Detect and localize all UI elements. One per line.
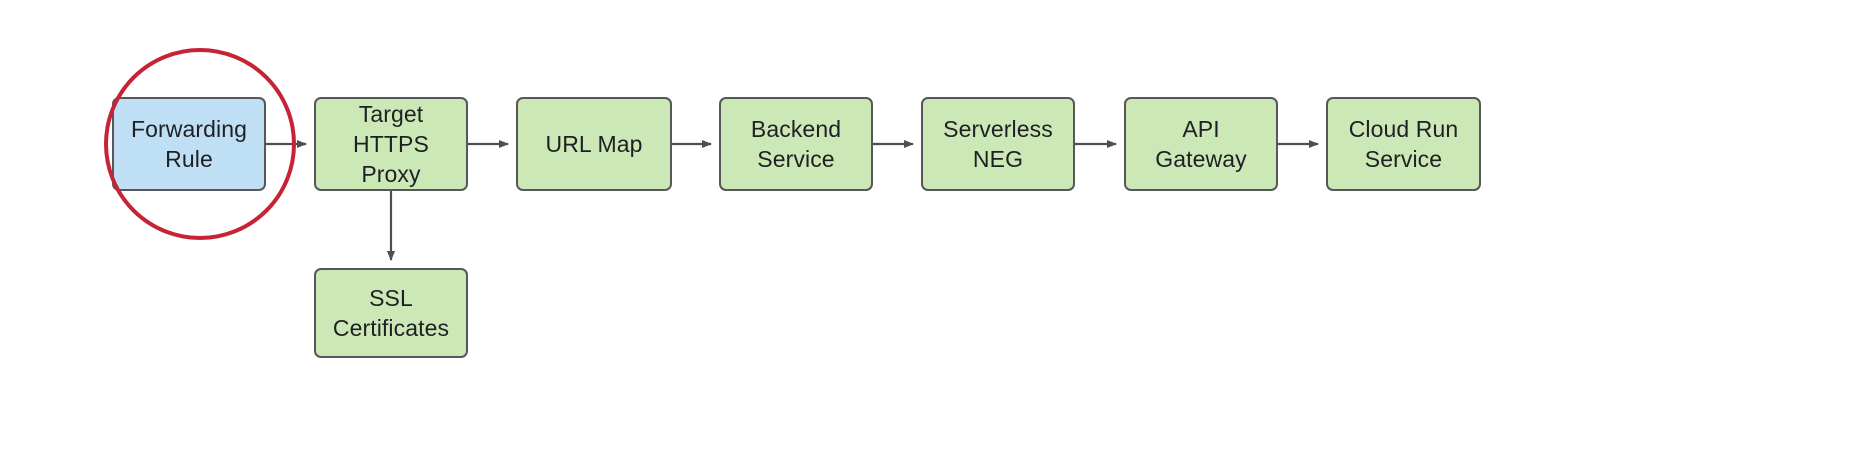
node-ssl-certificates-label: SSL Certificates — [332, 285, 450, 341]
node-cloud-run-service[interactable]: Cloud Run Service — [1326, 97, 1481, 191]
node-target-https-proxy-label: Target HTTPS Proxy — [353, 101, 429, 187]
node-cloud-run-service-label: Cloud Run Service — [1348, 116, 1459, 172]
node-api-gateway-label: API Gateway — [1155, 116, 1247, 172]
node-ssl-certificates[interactable]: SSL Certificates — [314, 268, 468, 358]
node-backend-service[interactable]: Backend Service — [719, 97, 873, 191]
node-url-map[interactable]: URL Map — [516, 97, 672, 191]
node-forwarding-rule[interactable]: Forwarding Rule — [112, 97, 266, 191]
node-serverless-neg-label: Serverless NEG — [943, 116, 1053, 172]
node-forwarding-rule-label: Forwarding Rule — [130, 116, 248, 172]
node-serverless-neg[interactable]: Serverless NEG — [921, 97, 1075, 191]
node-backend-service-label: Backend Service — [750, 116, 842, 172]
node-api-gateway[interactable]: API Gateway — [1124, 97, 1278, 191]
node-target-https-proxy[interactable]: Target HTTPS Proxy — [314, 97, 468, 191]
node-url-map-label: URL Map — [545, 131, 643, 157]
